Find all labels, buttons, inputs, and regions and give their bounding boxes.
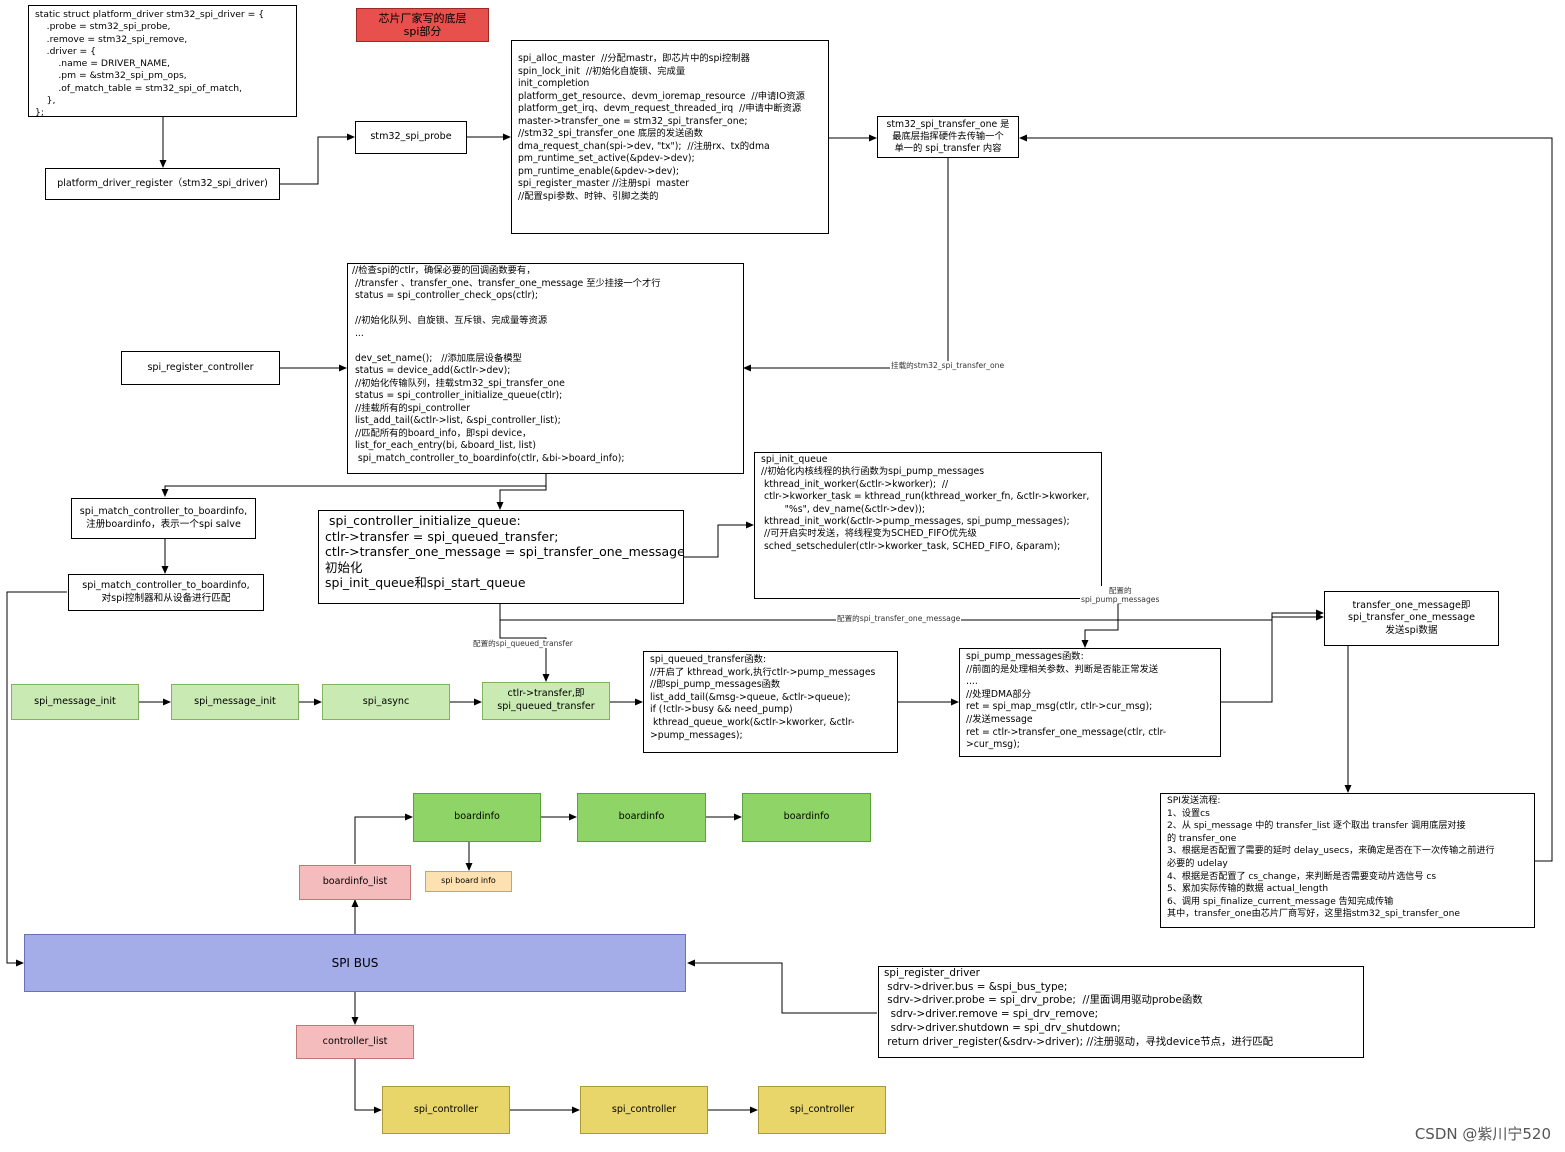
spi-register-driver-box: spi_register_driver sdrv->driver.bus = &… xyxy=(878,966,1364,1058)
edge-details-to-match1 xyxy=(161,474,547,497)
spi-message-init-node-1: spi_message_init xyxy=(11,684,139,720)
edge-register-to-probe xyxy=(279,133,355,185)
match-boardinfo-pair-node: spi_match_controller_to_boardinfo, 对spi控… xyxy=(68,574,264,611)
edge-match2-to-bus xyxy=(6,591,67,967)
edge-label-configured-queued-transfer: 配置的spi_queued_transfer xyxy=(472,639,574,648)
edge-boardinfo-list-to-boardinfo xyxy=(354,813,413,864)
spi-board-info-node: spi board info xyxy=(425,871,512,892)
spi-queued-transfer-box: spi_queued_transfer函数: //开启了 kthread_wor… xyxy=(643,651,898,753)
spi-async-node: spi_async xyxy=(322,684,450,720)
spi-send-flow-box: SPI发送流程: 1、设置cs 2、从 spi_message 中的 trans… xyxy=(1160,793,1535,928)
initialize-queue-box: spi_controller_initialize_queue: ctlr->t… xyxy=(318,510,684,604)
edge-flow-to-transfer-one xyxy=(1019,134,1553,862)
platform-driver-register-node: platform_driver_register（stm32_spi_drive… xyxy=(45,168,280,200)
spi-controller-node-2: spi_controller xyxy=(580,1086,708,1134)
platform-driver-struct-box: static struct platform_driver stm32_spi_… xyxy=(28,5,297,117)
edge-controller-list-to-controller xyxy=(354,1059,382,1114)
stm32-spi-probe-node: stm32_spi_probe xyxy=(355,121,467,154)
transfer-one-message-node: transfer_one_message即 spi_transfer_one_m… xyxy=(1324,591,1499,646)
vendor-spi-label: 芯片厂家写的底层 spi部分 xyxy=(356,8,489,42)
edge-register-driver-to-bus xyxy=(687,959,877,1014)
spi-pump-messages-box: spi_pump_messages函数: //前面的是处理相关参数、判断是否能正… xyxy=(959,648,1221,757)
ctlr-transfer-node: ctlr->transfer,即 spi_queued_transfer xyxy=(482,682,610,720)
transfer-one-desc-node: stm32_spi_transfer_one 是 最底层指挥硬件去传输一个 单一… xyxy=(877,116,1019,158)
spi-controller-node-3: spi_controller xyxy=(758,1086,886,1134)
spi-init-queue-box: spi_init_queue //初始化内核线程的执行函数为spi_pump_m… xyxy=(754,452,1102,599)
edge-init-to-pump xyxy=(1081,598,1119,648)
match-boardinfo-register-node: spi_match_controller_to_boardinfo, 注册boa… xyxy=(71,498,256,539)
boardinfo-list-node: boardinfo_list xyxy=(299,865,411,900)
spi-message-init-node-2: spi_message_init xyxy=(171,684,299,720)
spi-controller-node-1: spi_controller xyxy=(382,1086,510,1134)
edge-label-configured-pump-messages: 配置的 spi_pump_messages xyxy=(1080,586,1161,604)
spi-bus-node: SPI BUS xyxy=(24,934,686,992)
edge-details-to-init-queue xyxy=(496,474,547,510)
controller-list-node: controller_list xyxy=(296,1025,414,1059)
edge-init-queue-to-ctlr-transfer xyxy=(499,604,550,682)
edge-label-configured-transfer-one-message: 配置的spi_transfer_one_message xyxy=(836,614,962,623)
boardinfo-node-1: boardinfo xyxy=(413,793,541,842)
probe-details-box: spi_alloc_master //分配mastr，即芯片中的spi控制器 s… xyxy=(511,40,829,234)
csdn-watermark: CSDN @紫川宁520 xyxy=(1414,1125,1551,1143)
edge-pump-to-transfer-one-msg xyxy=(1221,613,1324,703)
boardinfo-node-3: boardinfo xyxy=(742,793,871,842)
edge-init-queue-to-init xyxy=(684,521,754,558)
boardinfo-node-2: boardinfo xyxy=(577,793,706,842)
edge-label-mount-transfer-one: 挂载的stm32_spi_transfer_one xyxy=(890,361,1006,370)
register-controller-details-box: //检查spi的ctlr，确保必要的回调函数要有， //transfer 、tr… xyxy=(347,263,744,474)
spi-register-controller-node: spi_register_controller xyxy=(121,351,280,385)
